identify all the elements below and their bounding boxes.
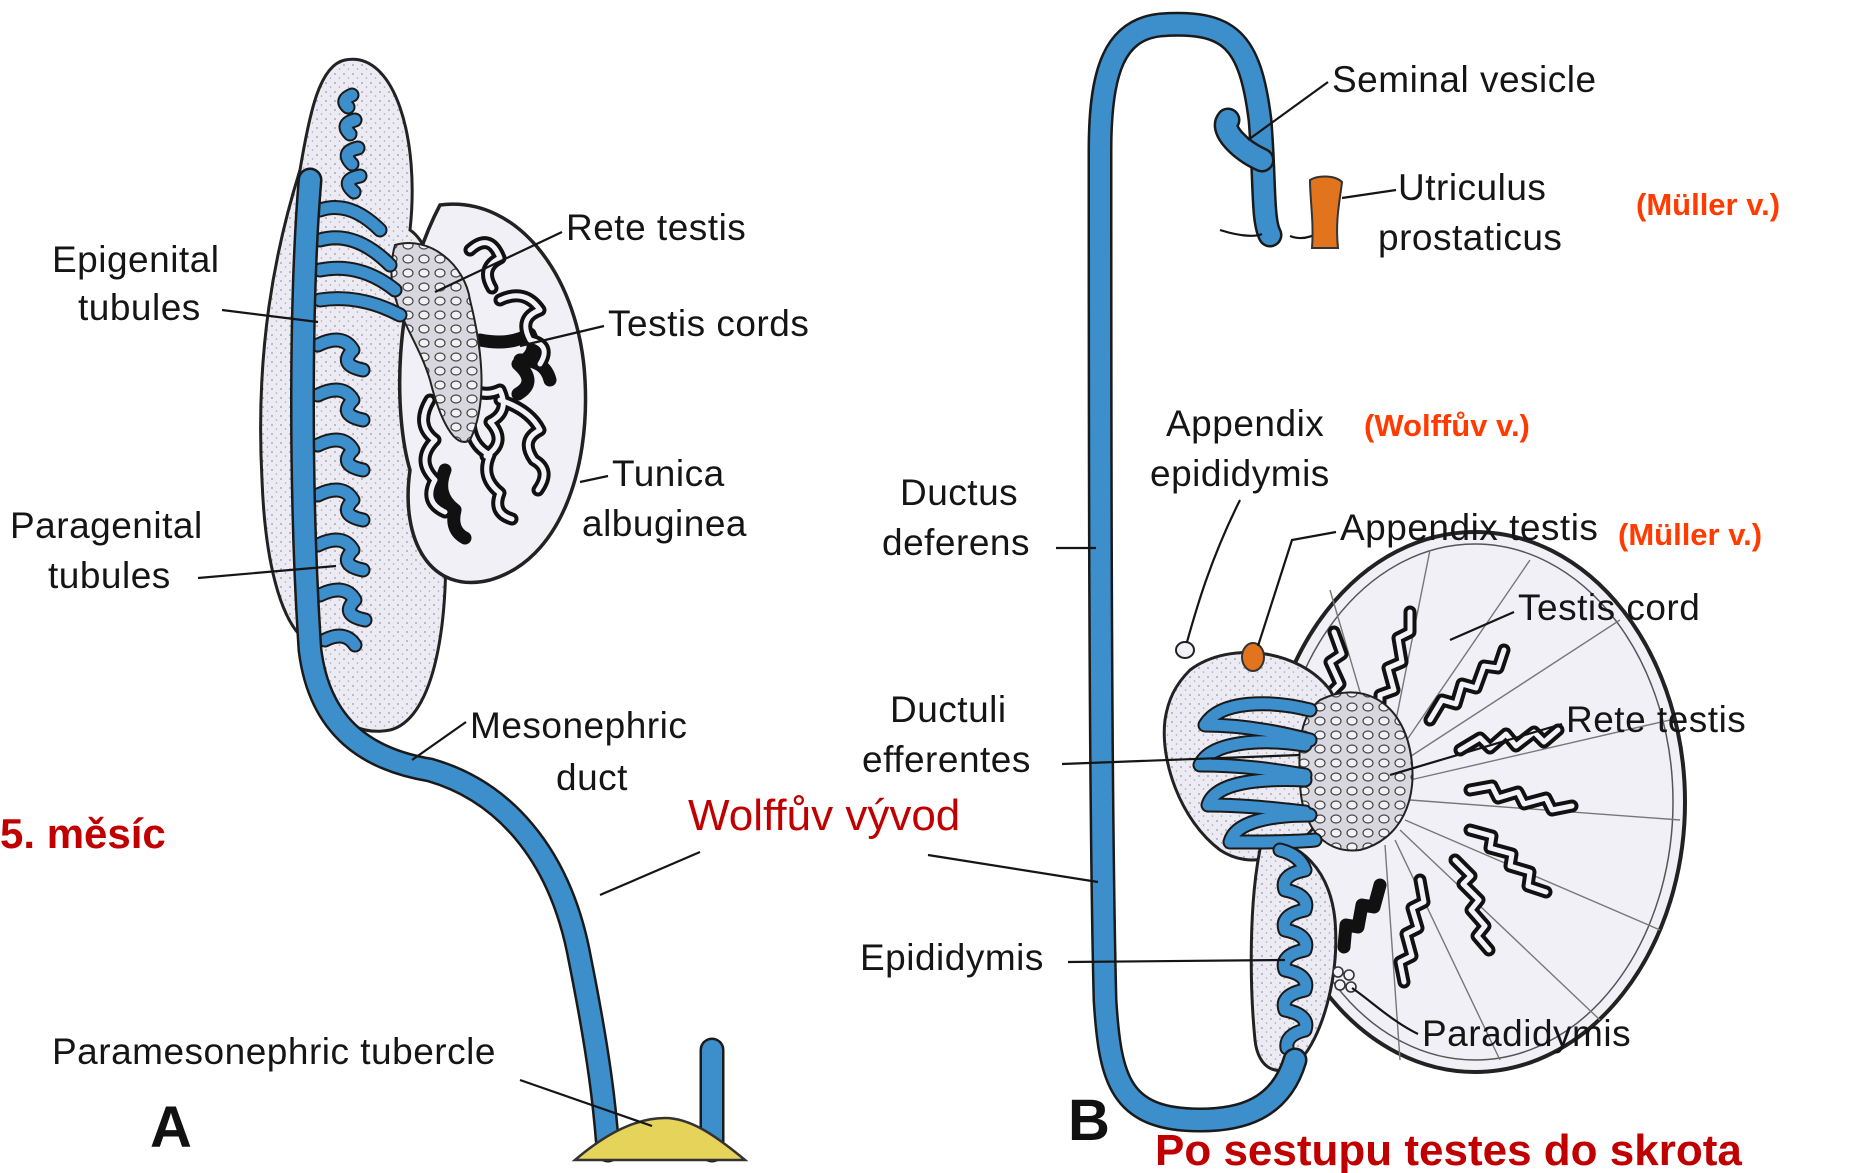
label-testis-cord: Testis cord [1518,587,1700,628]
label-ductus-deferens: Ductus [900,472,1018,513]
appendix-epididymis [1176,642,1194,658]
leader-appendix-epididymis [1187,500,1240,642]
panel-b-letter: B [1068,1088,1110,1153]
panel-b-drawing [1100,24,1685,1120]
leader-mesonephric [412,722,466,760]
label-epididymis: Epididymis [860,937,1044,978]
label-testis-cords: Testis cords [608,303,809,344]
label-paramesonephric: Paramesonephric tubercle [52,1031,496,1072]
label-seminal-vesicle: Seminal vesicle [1332,59,1597,100]
annotation-muller-utriculus: (Müller v.) [1636,187,1780,222]
label-mesonephric: Mesonephric [470,705,687,746]
leader-wolffian-to-a [600,852,700,895]
label-appendix-testis: Appendix testis [1340,507,1598,548]
annotation-wolff-appendix: (Wolffův v.) [1364,408,1530,443]
label-utriculus-2: prostaticus [1378,217,1562,258]
rete-testis-b [1299,692,1412,850]
label-ductus-deferens-2: deferens [882,522,1030,563]
label-epigenital: Epigenital [52,239,220,280]
leader-paramesonephric [520,1080,652,1126]
utriculus-prostaticus [1310,176,1342,248]
label-utriculus: Utriculus [1398,167,1546,208]
label-tunica: Tunica [612,453,725,494]
label-paragenital: Paragenital [10,505,203,546]
panel-a-letter: A [150,1095,192,1160]
leader-tunica [580,476,608,482]
label-mesonephric-2: duct [556,757,628,798]
label-appendix-epididymis: Appendix [1166,403,1324,444]
label-rete-testis-b: Rete testis [1566,699,1746,740]
annotation-descent: Po sestupu testes do skrota [1155,1126,1742,1173]
label-epigenital-2: tubules [78,287,201,328]
appendix-testis [1242,643,1264,671]
label-tunica-2: albuginea [582,503,747,544]
label-paradidymis: Paradidymis [1422,1013,1631,1054]
leader-utriculus [1342,190,1396,198]
label-ductuli-efferentes-2: efferentes [862,739,1031,780]
annotation-wolffian-duct: Wolffův vývod [688,791,960,840]
label-ductuli-efferentes: Ductuli [890,689,1007,730]
annotation-month: 5. měsíc [0,810,166,857]
label-paragenital-2: tubules [48,555,171,596]
annotation-muller-appendix-testis: (Müller v.) [1618,517,1762,552]
label-appendix-epididymis-2: epididymis [1150,453,1330,494]
leader-wolffian-to-b [928,855,1098,882]
label-rete-testis-a: Rete testis [566,207,746,248]
